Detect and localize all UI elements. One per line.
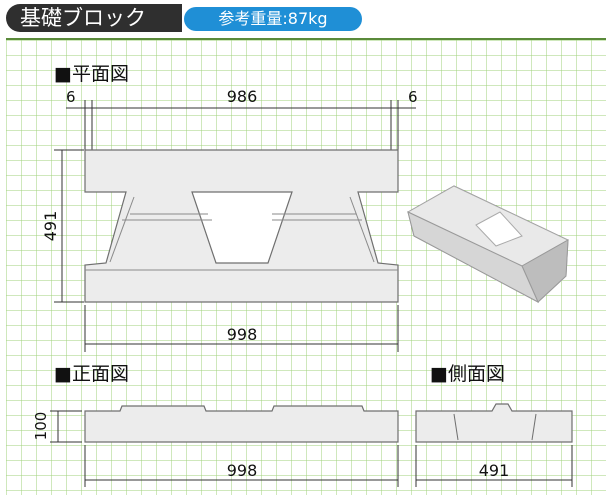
front-width-label: 998 <box>227 461 258 480</box>
front-view-title: ■正面図 <box>54 363 129 385</box>
drawing-panel: ■平面図 6 986 6 491 <box>6 38 606 495</box>
plan-top-dimension <box>66 100 416 150</box>
plan-view-title: ■平面図 <box>54 63 129 85</box>
side-block-shape <box>415 403 573 443</box>
front-width-dimension <box>84 445 399 487</box>
plan-top-width-label: 986 <box>227 87 258 106</box>
front-block-shape <box>84 405 399 443</box>
plan-height-dimension <box>54 149 84 303</box>
plan-height-label: 491 <box>41 211 60 242</box>
header: 基礎ブロック 参考重量:87kg <box>0 0 614 38</box>
side-width-dimension <box>415 445 573 487</box>
side-width-label: 491 <box>479 461 510 480</box>
plan-bottom-width-label: 998 <box>227 325 258 344</box>
plan-inner-lines <box>85 196 398 271</box>
front-height-label: 100 <box>32 412 50 441</box>
front-height-dimension <box>50 410 82 443</box>
plan-left-margin-label: 6 <box>66 88 76 106</box>
weight-badge: 参考重量:87kg <box>184 7 362 31</box>
plan-bottom-dimension <box>84 305 399 352</box>
plan-center-opening <box>191 191 293 264</box>
page-title: 基礎ブロック <box>6 4 182 32</box>
block-3d-render <box>406 185 570 304</box>
technical-drawing: ■平面図 6 986 6 491 <box>6 40 606 495</box>
plan-right-margin-label: 6 <box>408 88 418 106</box>
side-view-title: ■側面図 <box>430 363 505 385</box>
